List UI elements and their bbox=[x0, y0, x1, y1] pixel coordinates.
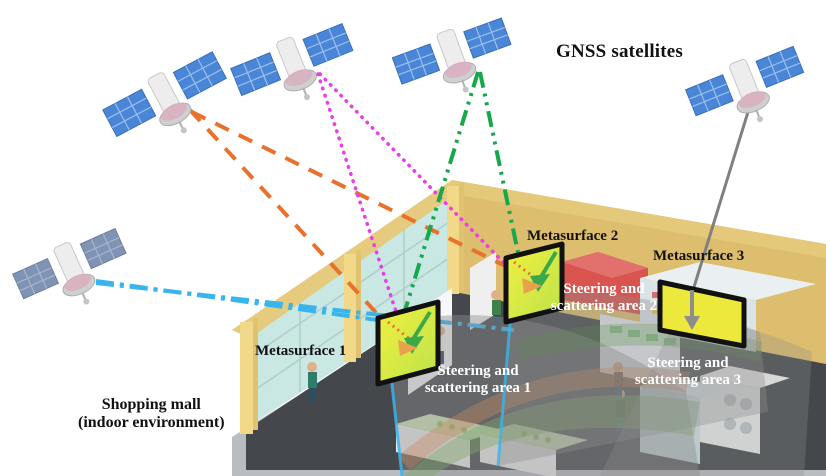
satellite-orange bbox=[102, 51, 227, 142]
steering-area-3-label: Steering and scattering area 3 bbox=[608, 355, 768, 389]
ray-orange-dashed bbox=[188, 108, 547, 332]
redirect-arrow-1 bbox=[387, 310, 432, 356]
steering-area-2-label: Steering and scattering area 2 bbox=[524, 281, 684, 315]
person-d bbox=[491, 290, 501, 328]
refrigerator-units bbox=[640, 366, 790, 464]
steering-area-1-line1: Steering and bbox=[437, 363, 519, 379]
beam2-edge bbox=[496, 299, 514, 467]
steering-area-3-line2: scattering area 3 bbox=[634, 371, 742, 388]
metasurface-3-label: Metasurface 3 bbox=[653, 248, 745, 264]
page-title: GNSS satellites bbox=[556, 41, 684, 62]
down-arrow-3 bbox=[684, 290, 700, 330]
steering-area-1-line2: scattering area 1 bbox=[424, 379, 532, 396]
ray-green-dashdotdot bbox=[394, 71, 530, 341]
metasurface-2-label: Metasurface 2 bbox=[527, 228, 619, 244]
steering-area-3-line1: Steering and bbox=[647, 355, 729, 371]
satellite-solid bbox=[684, 45, 805, 130]
scene-caption-line1: Shopping mall bbox=[101, 396, 201, 413]
person-a bbox=[307, 362, 317, 402]
red-display-top bbox=[562, 252, 648, 278]
satellite-green bbox=[391, 17, 512, 100]
metasurface-2 bbox=[503, 241, 565, 325]
doorway-2 bbox=[470, 252, 496, 330]
metasurface-1-label: Metasurface 1 bbox=[255, 343, 347, 359]
metasurface-1 bbox=[375, 299, 441, 387]
steering-beam-3 bbox=[600, 318, 812, 476]
steering-area-2-line1: Steering and bbox=[563, 281, 645, 297]
ray-cyan-dashdot bbox=[95, 279, 515, 332]
satellite-magenta bbox=[230, 22, 354, 108]
ray-magenta-dotted bbox=[316, 72, 542, 338]
produce-bins bbox=[396, 414, 588, 476]
satellite-cyan bbox=[12, 227, 127, 313]
steering-area-1-label: Steering and scattering area 1 bbox=[398, 363, 558, 397]
scene-caption: Shopping mall (indoor environment) bbox=[78, 396, 225, 432]
steering-beam-1 bbox=[386, 315, 700, 476]
metasurface-3 bbox=[657, 279, 747, 349]
steering-area-2-line2: scattering area 2 bbox=[550, 297, 658, 314]
ray-gray-solid bbox=[688, 111, 750, 301]
scene-caption-line2: (indoor environment) bbox=[78, 413, 225, 431]
redirect-arrow-2 bbox=[513, 250, 558, 294]
person-f bbox=[613, 362, 623, 400]
roof-right-face bbox=[452, 180, 826, 258]
